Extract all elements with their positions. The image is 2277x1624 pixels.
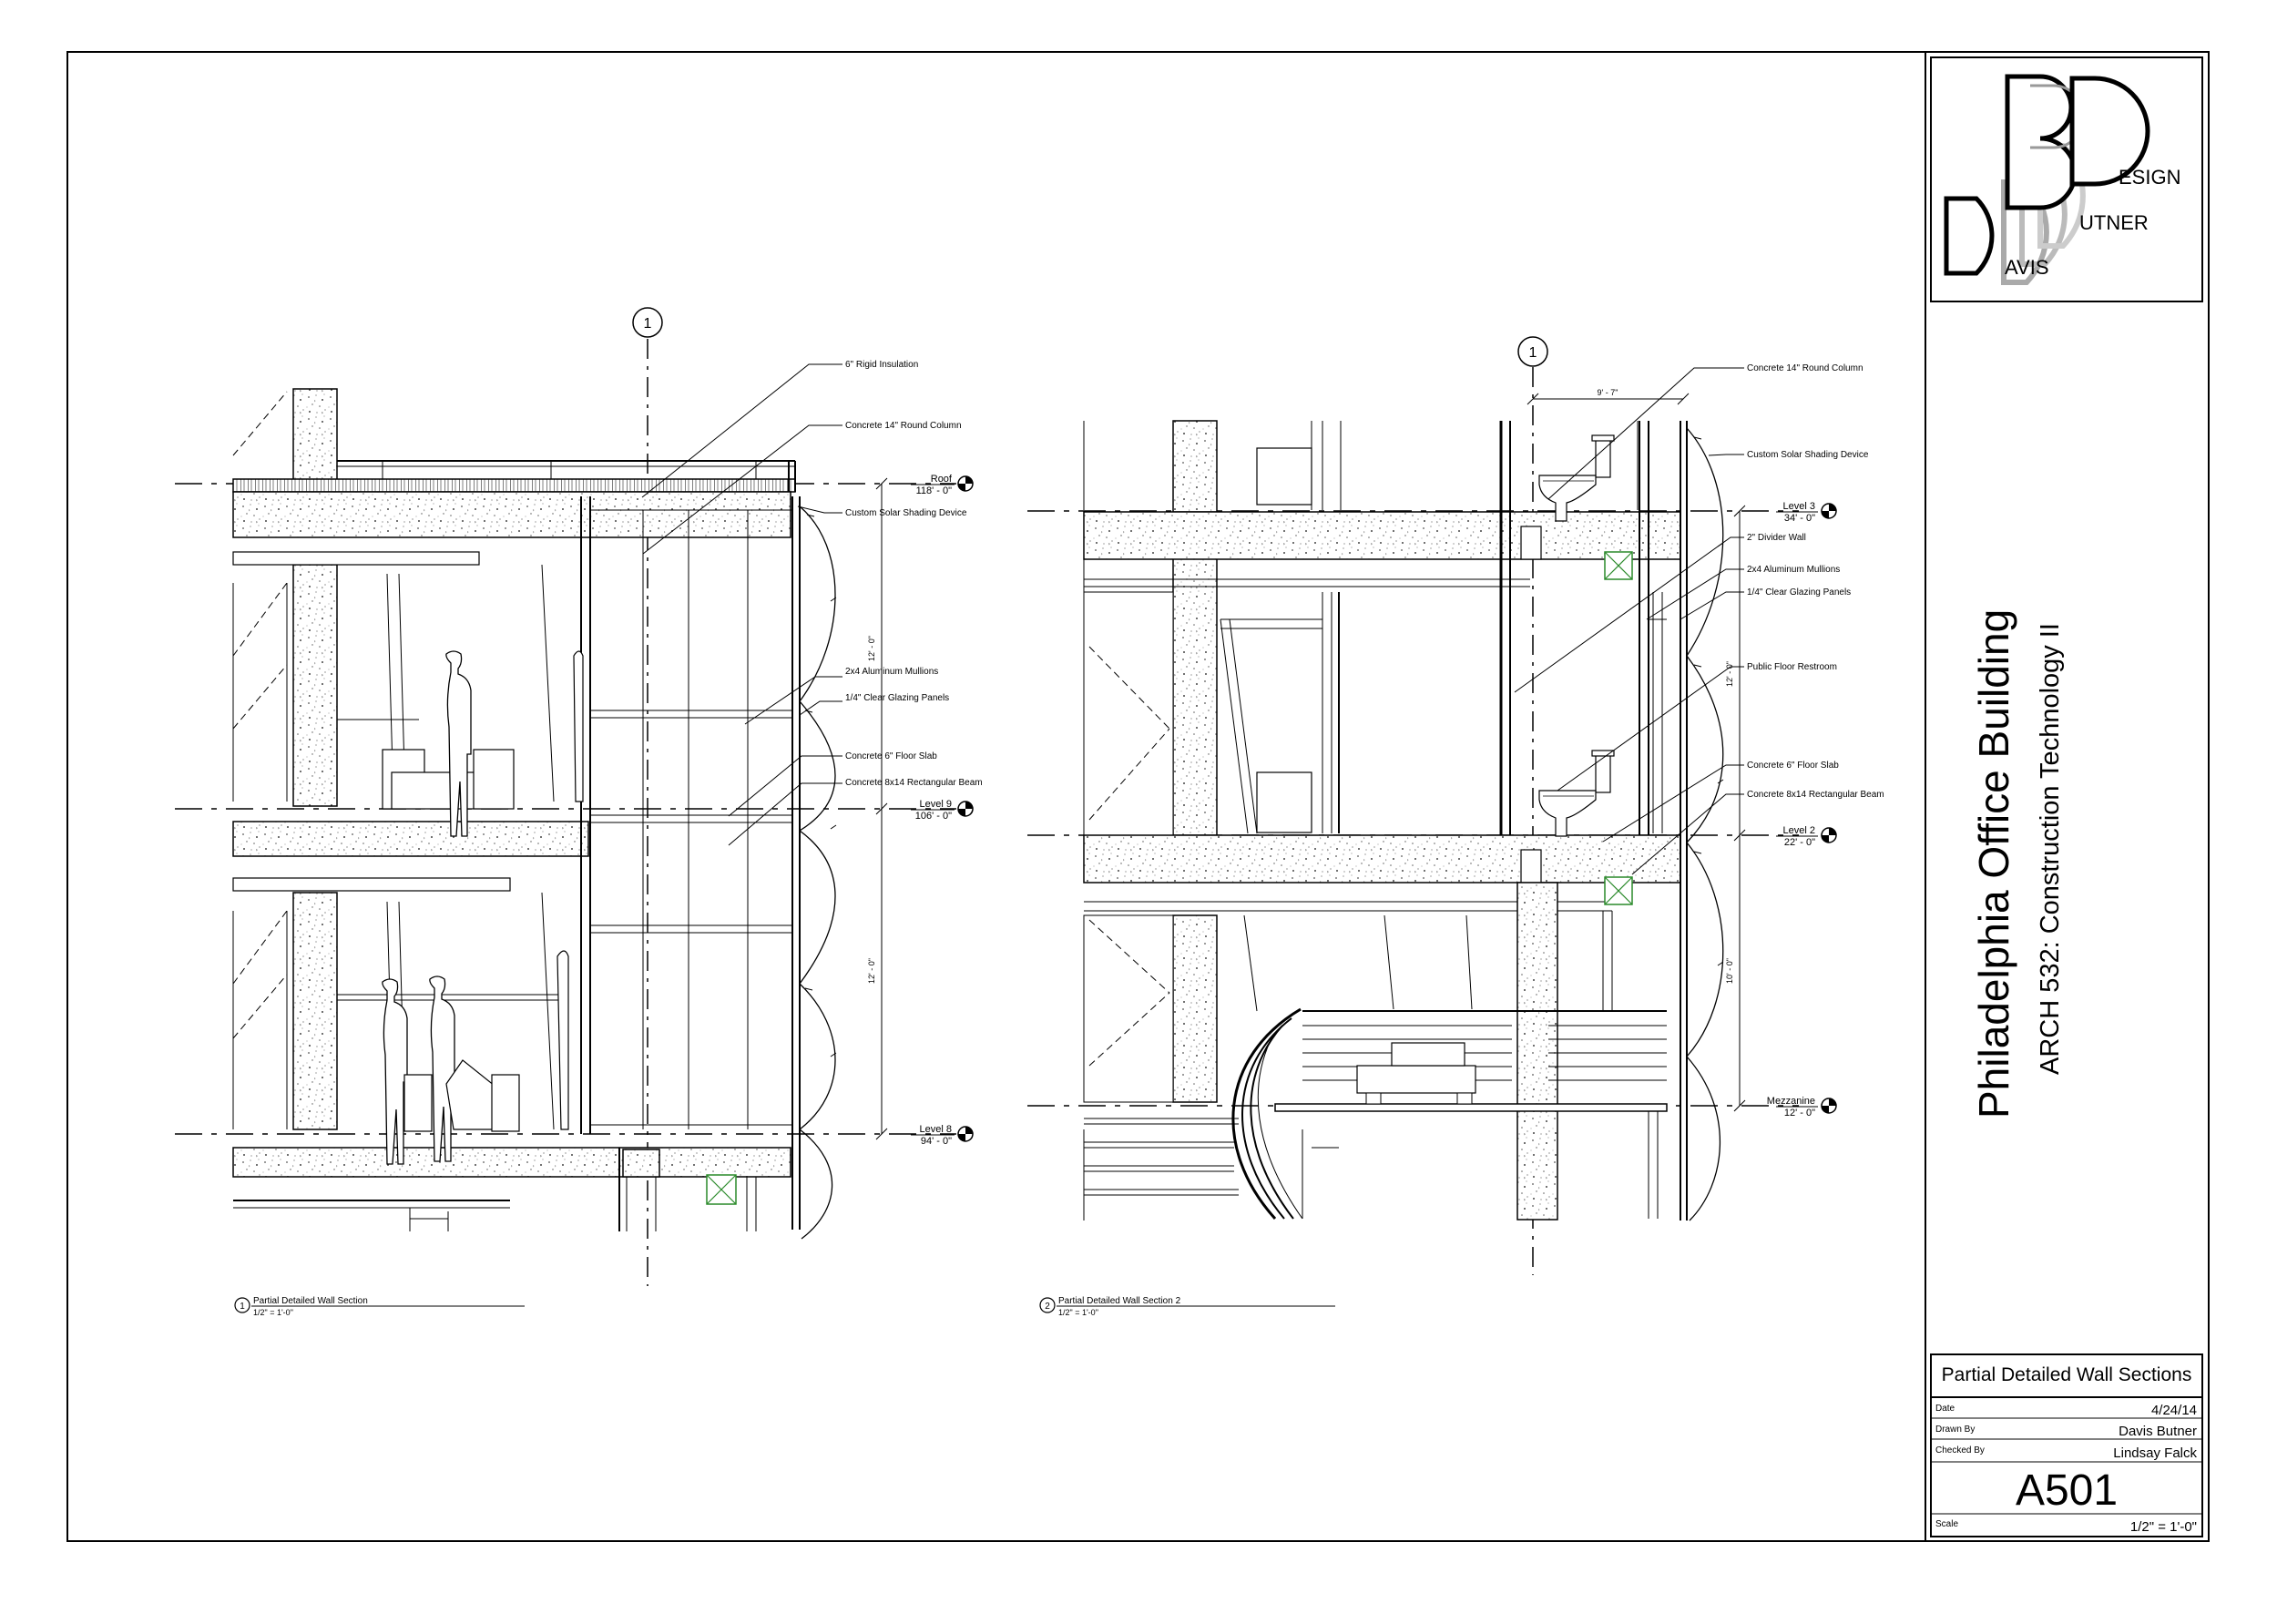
- roof-slab: [232, 491, 791, 538]
- callouts-section-1: 6" Rigid Insulation Concrete 14" Round C…: [845, 360, 983, 788]
- toilet-lower: [1538, 750, 1615, 837]
- svg-text:1/2" = 1'-0": 1/2" = 1'-0": [253, 1308, 293, 1317]
- scale-value: 1/2" = 1'-0": [2130, 1519, 2197, 1535]
- floor-slab-3: [1083, 511, 1681, 560]
- view-title-1: 1 Partial Detailed Wall Section 1/2" = 1…: [234, 1296, 525, 1317]
- svg-text:2: 2: [1045, 1302, 1050, 1312]
- svg-text:Roof: Roof: [931, 474, 953, 485]
- callout-divider-wall: 2" Divider Wall: [1747, 533, 1806, 543]
- svg-text:106' - 0": 106' - 0": [915, 811, 952, 822]
- grid-bubble-1: [632, 307, 663, 338]
- callout-beam-2: Concrete 8x14 Rectangular Beam: [1747, 790, 1884, 800]
- logo-text-design: ESIGN: [2119, 166, 2180, 189]
- callouts-section-2: Concrete 14" Round Column Custom Solar S…: [1747, 363, 1884, 800]
- callout-mullions-2: 2x4 Aluminum Mullions: [1747, 565, 1840, 575]
- wall-section-1: 1: [175, 307, 983, 1317]
- dimension-2b: 10' - 0": [1725, 958, 1734, 984]
- person-figure: [382, 978, 408, 1165]
- curtain-wall-1: [580, 496, 801, 1230]
- title-block: ESIGN UTNER AVIS Philadelphia Office Bui…: [1930, 56, 2203, 1537]
- level-marker-mezzanine: Mezzanine 12' - 0": [1767, 1096, 1837, 1118]
- person-figure: [445, 650, 472, 837]
- svg-text:Level 8: Level 8: [920, 1124, 952, 1135]
- callout-solar-shading: Custom Solar Shading Device: [845, 508, 967, 518]
- company-logo: ESIGN UTNER AVIS: [1944, 74, 2180, 285]
- checked-by-value: Lindsay Falck: [2113, 1445, 2197, 1461]
- drawn-by-label: Drawn By: [1935, 1425, 1975, 1435]
- svg-text:12' - 0": 12' - 0": [1784, 1108, 1815, 1118]
- course-title: ARCH 532: Construction Technology II: [2036, 623, 2065, 1075]
- svg-text:118' - 0": 118' - 0": [916, 485, 953, 496]
- callout-rigid-insulation: 6" Rigid Insulation: [845, 360, 918, 370]
- logo-frame: [1930, 56, 2203, 302]
- grid-bubble-label: 1: [644, 316, 652, 332]
- level-marker-8: Level 8 94' - 0": [911, 1124, 974, 1147]
- floor-slab-2: [1083, 834, 1681, 883]
- svg-text:Level 2: Level 2: [1783, 825, 1815, 836]
- callout-solar-shading-2: Custom Solar Shading Device: [1747, 450, 1869, 460]
- drawn-by-value: Davis Butner: [2119, 1424, 2197, 1439]
- logo-text-davis: AVIS: [2005, 256, 2049, 279]
- scale-label: Scale: [1935, 1519, 1958, 1529]
- callout-round-column-2: Concrete 14" Round Column: [1747, 363, 1863, 373]
- callout-floor-slab: Concrete 6" Floor Slab: [845, 751, 937, 761]
- spiral-stair: [1084, 1007, 1339, 1221]
- rigid-insulation: [232, 478, 796, 493]
- svg-text:Partial Detailed Wall Section: Partial Detailed Wall Section 2: [1058, 1296, 1181, 1306]
- person-figure: [429, 975, 455, 1162]
- svg-text:94' - 0": 94' - 0": [921, 1136, 952, 1147]
- callout-mullions: 2x4 Aluminum Mullions: [845, 667, 938, 677]
- callout-glazing: 1/4" Clear Glazing Panels: [845, 693, 949, 703]
- toilet-upper: [1538, 434, 1615, 522]
- svg-text:1: 1: [240, 1302, 245, 1312]
- wall-section-2: 1 9' - 7": [1027, 336, 1884, 1317]
- checked-by-label: Checked By: [1935, 1445, 1985, 1455]
- dimension-1b: 12' - 0": [867, 958, 876, 984]
- svg-text:Partial Detailed Wall Section: Partial Detailed Wall Section: [253, 1296, 368, 1306]
- svg-text:Mezzanine: Mezzanine: [1767, 1096, 1815, 1107]
- sheet-number: A501: [2016, 1466, 2118, 1515]
- sheet-border: [66, 51, 2210, 1542]
- svg-text:Level 9: Level 9: [920, 799, 952, 810]
- callout-glazing-2: 1/4" Clear Glazing Panels: [1747, 587, 1851, 598]
- dimension-2a: 12' - 0": [1725, 661, 1734, 687]
- view-title-2: 2 Partial Detailed Wall Section 2 1/2" =…: [1039, 1296, 1335, 1317]
- callout-round-column: Concrete 14" Round Column: [845, 421, 962, 431]
- top-dimension: 9' - 7": [1598, 388, 1618, 397]
- date-label: Date: [1935, 1404, 1955, 1414]
- logo-text-butner: UTNER: [2079, 211, 2149, 234]
- svg-text:1/2" = 1'-0": 1/2" = 1'-0": [1058, 1308, 1098, 1317]
- level-marker-3: Level 3 34' - 0": [1776, 501, 1837, 524]
- project-title: Philadelphia Office Building: [1970, 609, 2017, 1118]
- concrete-column: [1516, 882, 1558, 1221]
- dimension-1a: 12' - 0": [867, 636, 876, 661]
- level-marker-9: Level 9 106' - 0": [911, 799, 974, 822]
- callout-restroom: Public Floor Restroom: [1747, 662, 1837, 672]
- solar-shading-device-2: [1686, 427, 1724, 1221]
- floor-slab-8: [232, 1147, 791, 1178]
- grid-bubble-2: [1517, 336, 1548, 367]
- solar-shading-device: [798, 506, 836, 1240]
- callout-beam: Concrete 8x14 Rectangular Beam: [845, 778, 983, 788]
- level-marker-roof: Roof 118' - 0": [911, 474, 974, 496]
- title-table: [1930, 1353, 2203, 1537]
- svg-text:22' - 0": 22' - 0": [1784, 837, 1815, 848]
- level-marker-2: Level 2 22' - 0": [1776, 825, 1837, 848]
- drawing-title: Partial Detailed Wall Sections: [1942, 1364, 2192, 1385]
- floor-slab-9: [232, 821, 589, 857]
- callout-floor-slab-2: Concrete 6" Floor Slab: [1747, 761, 1839, 771]
- svg-text:34' - 0": 34' - 0": [1784, 513, 1815, 524]
- date-value: 4/24/14: [2151, 1403, 2197, 1418]
- grid-bubble-label-2: 1: [1529, 345, 1537, 361]
- svg-text:Level 3: Level 3: [1783, 501, 1815, 512]
